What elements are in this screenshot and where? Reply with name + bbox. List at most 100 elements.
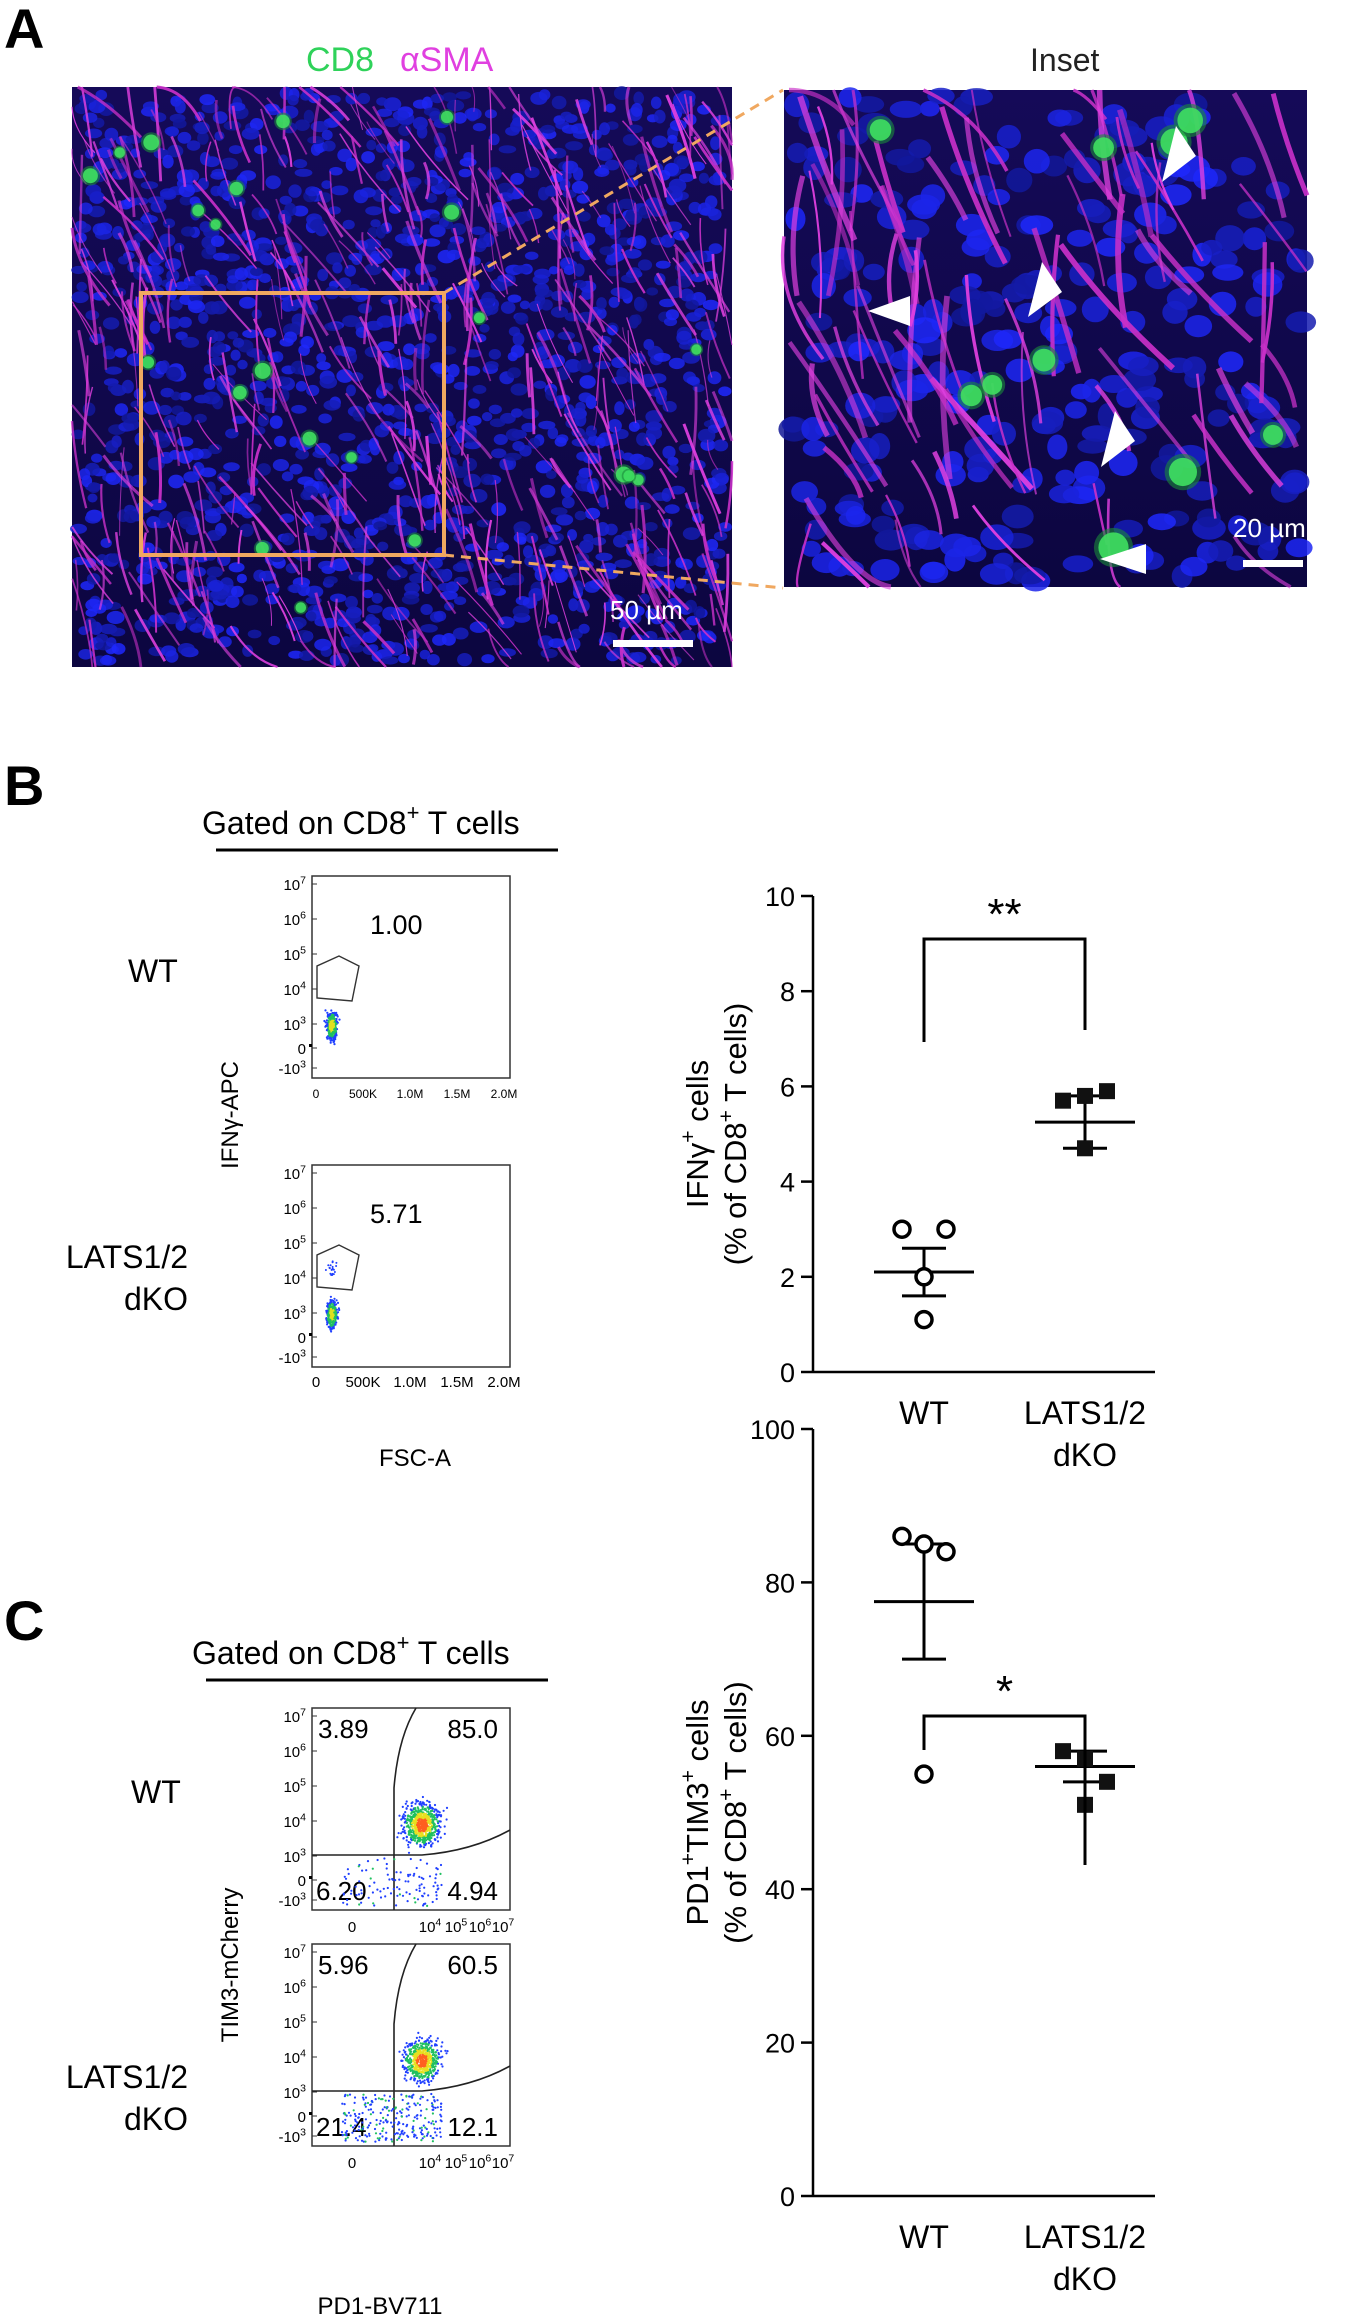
nucleus: [491, 448, 507, 459]
nucleus: [651, 135, 668, 148]
cd8-cell: [982, 374, 1003, 395]
asma-fiber: [562, 239, 576, 280]
nucleus: [236, 573, 247, 584]
flow-event: [427, 1821, 430, 1824]
chart-c-category-label: LATS1/2: [1024, 2219, 1146, 2255]
asma-fiber: [521, 125, 569, 214]
asma-fiber: [471, 86, 476, 112]
nucleus: [325, 453, 340, 467]
asma-fiber: [299, 639, 336, 669]
flow-event: [423, 1886, 426, 1889]
nucleus: [422, 238, 441, 247]
flow-c-xtick: 105: [445, 2152, 468, 2172]
nucleus: [646, 287, 659, 296]
nucleus: [172, 118, 187, 129]
flow-event: [369, 2113, 372, 2116]
flow-event: [420, 1829, 424, 1832]
nucleus: [1264, 220, 1295, 242]
nucleus: [676, 330, 692, 345]
flow-event: [378, 2122, 381, 2125]
flow-b-0-ytick: 106: [283, 909, 306, 929]
cd8-cell: [295, 602, 307, 613]
asma-fiber: [517, 93, 532, 171]
flow-event: [336, 1311, 340, 1314]
flow-event: [335, 1299, 338, 1302]
asma-fiber: [645, 437, 678, 479]
nucleus: [907, 317, 942, 344]
nucleus: [357, 92, 371, 105]
flow-event: [435, 1873, 438, 1876]
nucleus: [578, 623, 590, 634]
asma-fiber: [230, 492, 236, 525]
nucleus: [614, 559, 632, 569]
nucleus: [811, 552, 842, 574]
row-label-b-wt: WT: [128, 953, 178, 989]
flow-event: [406, 1804, 409, 1808]
flow-c-0-ytick: 106: [283, 1741, 306, 1761]
flow-event: [413, 1811, 416, 1814]
flow-event: [419, 2114, 422, 2117]
flow-event: [421, 2047, 424, 2050]
flow-event: [432, 2051, 435, 2055]
nucleus: [597, 150, 613, 162]
asma-fiber: [658, 645, 677, 669]
asma-fiber: [502, 458, 524, 511]
flow-event: [327, 1264, 330, 1267]
nucleus: [158, 404, 172, 416]
nucleus: [85, 128, 103, 139]
flow-event: [325, 1019, 328, 1022]
asma-fiber: [481, 262, 506, 298]
nucleus: [838, 87, 862, 108]
flow-event: [379, 1896, 383, 1899]
flow-event: [332, 1319, 335, 1323]
flow-event: [354, 2114, 357, 2118]
asma-fiber: [1066, 174, 1106, 287]
nucleus: [996, 124, 1022, 149]
flow-event: [426, 1799, 429, 1802]
nucleus: [204, 510, 222, 524]
nucleus: [149, 499, 167, 511]
flow-event: [403, 1817, 406, 1820]
nucleus: [370, 443, 381, 456]
flow-event: [361, 2111, 364, 2115]
flow-y-label-b: IFNγ-APC: [217, 1061, 244, 1169]
flow-y-label-c: TIM3-mCherry: [217, 1888, 244, 2043]
flow-event: [413, 1823, 416, 1827]
flow-event: [427, 1815, 430, 1818]
flow-b-0-ytick: 104: [283, 979, 306, 999]
nucleus: [481, 654, 495, 664]
nucleus: [249, 118, 264, 131]
asma-fiber: [636, 558, 693, 631]
flow-event: [332, 1036, 335, 1039]
flow-event: [414, 1820, 417, 1823]
nucleus: [550, 306, 569, 318]
asma-fiber: [381, 267, 418, 309]
nucleus: [500, 301, 516, 314]
asma-fiber: [571, 230, 614, 285]
asma-fiber: [544, 580, 550, 629]
flow-event: [424, 1809, 427, 1812]
flow-event: [326, 1321, 329, 1324]
chart-c-category-label: dKO: [1053, 2261, 1117, 2297]
flow-event: [428, 1804, 432, 1807]
flow-event: [416, 2102, 419, 2105]
cd8-cell: [229, 181, 244, 196]
flow-event: [427, 2059, 430, 2062]
chart-c-ytick-label: 40: [765, 1875, 795, 1905]
nucleus: [1208, 540, 1234, 562]
flow-event: [422, 1904, 425, 1907]
asma-fiber: [529, 478, 549, 539]
asma-fiber: [689, 95, 693, 136]
nucleus: [712, 548, 726, 559]
flow-event: [400, 1818, 403, 1821]
asma-fiber: [593, 365, 599, 431]
flow-event: [329, 1319, 332, 1322]
asma-fiber: [167, 419, 181, 466]
flow-event: [425, 2134, 429, 2137]
nucleus: [71, 265, 86, 275]
nucleus: [639, 593, 650, 605]
flow-event: [350, 1889, 353, 1892]
nucleus: [105, 472, 122, 485]
flow-event: [378, 2137, 381, 2140]
asma-fiber: [629, 522, 663, 605]
